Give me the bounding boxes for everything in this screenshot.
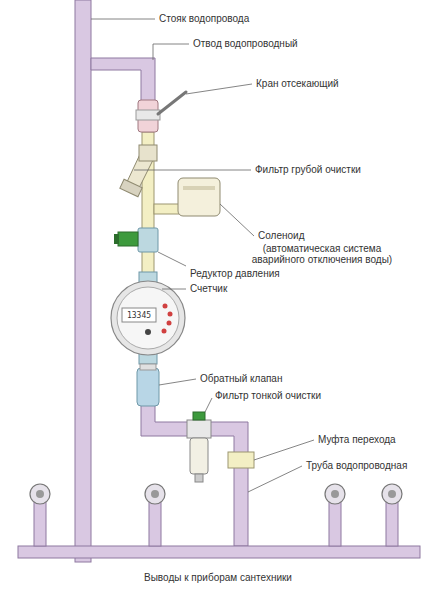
outlets-label: Выводы к приборам сантехники: [3, 572, 430, 583]
branch-label: Отвод водопроводный: [193, 38, 298, 49]
meter-reading: 13345: [124, 310, 154, 322]
pipe-label: Труба водопроводная: [306, 460, 407, 471]
solenoid-label: Соленоид: [258, 230, 304, 241]
solenoid-note: (автоматическая система аварийного отклю…: [236, 243, 408, 265]
check-valve-label: Обратный клапан: [200, 373, 282, 384]
coarse-filter-label: Фильтр грубой очистки: [255, 164, 361, 175]
fine-filter-label: Фильтр тонкой очистки: [215, 390, 321, 401]
coupling-label: Муфта перехода: [318, 434, 396, 445]
valve-label: Кран отсекающий: [256, 78, 339, 89]
meter-label: Счетчик: [190, 283, 227, 294]
riser-label: Стояк водопровода: [159, 13, 249, 24]
reducer-label: Редуктор давления: [190, 268, 280, 279]
